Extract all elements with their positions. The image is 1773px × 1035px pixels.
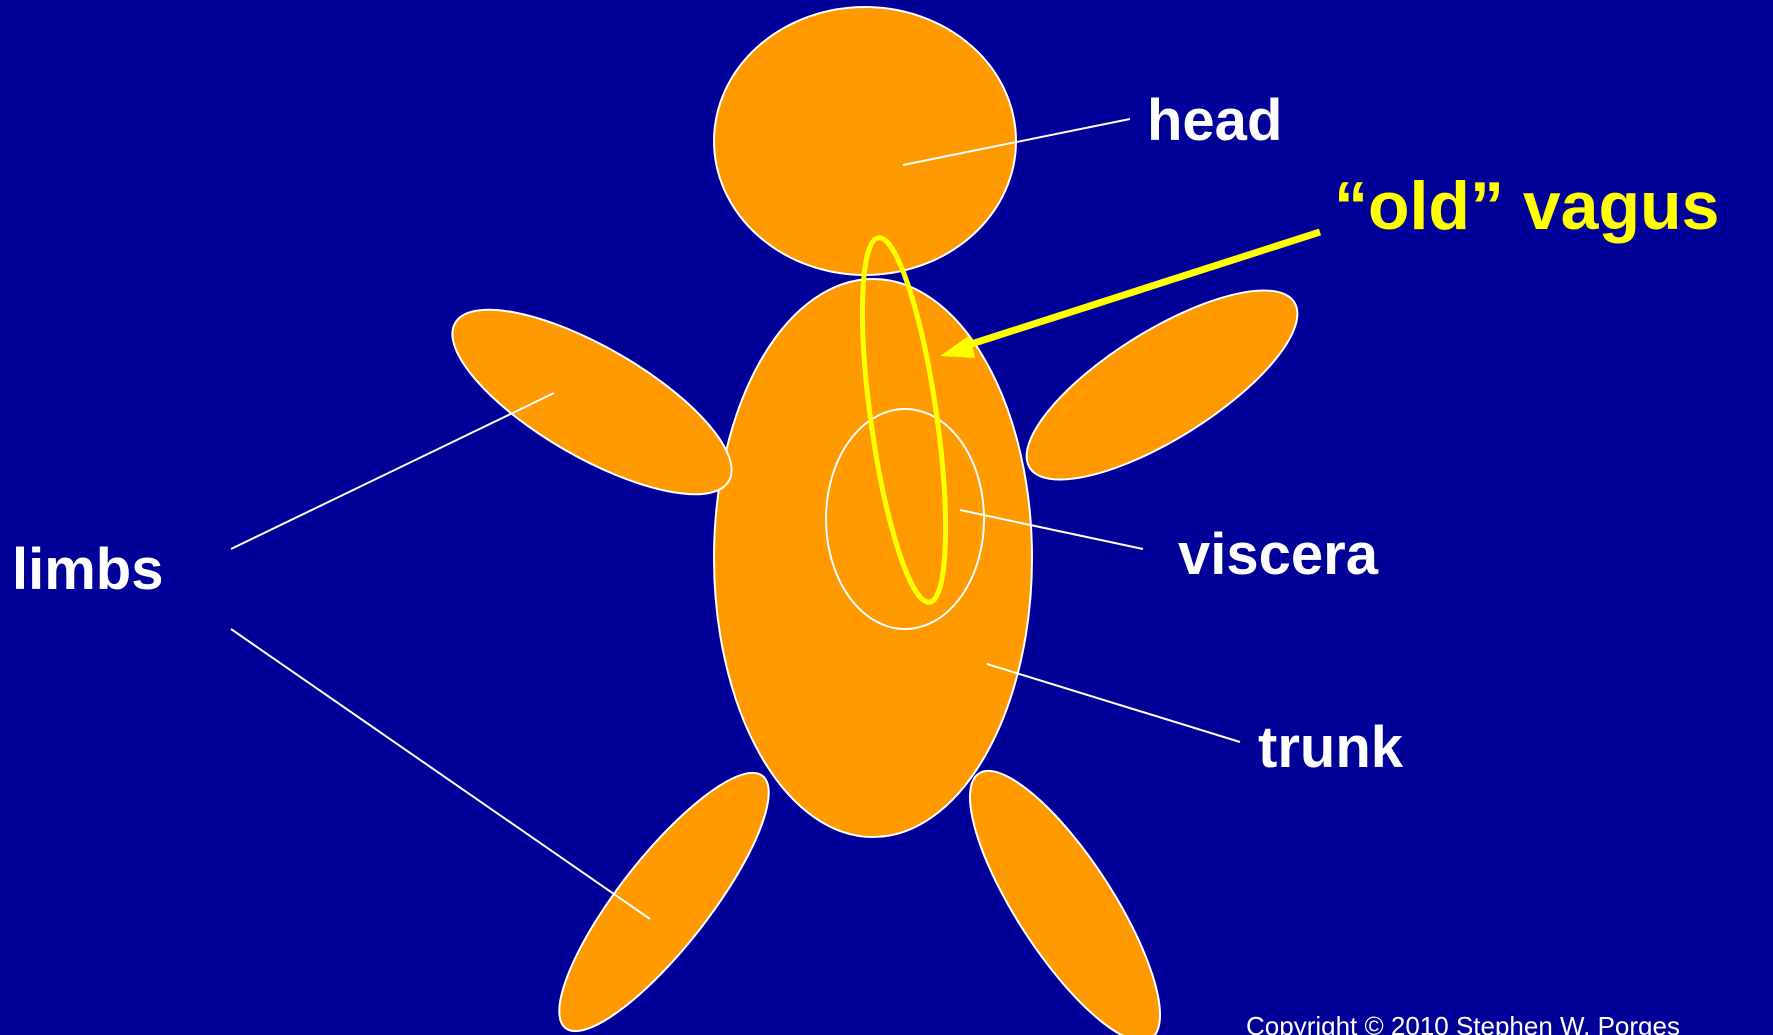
viscera-label: viscera xyxy=(1178,522,1379,587)
viscera-shape xyxy=(826,409,984,629)
head-label: head xyxy=(1147,88,1282,153)
trunk-label: trunk xyxy=(1258,715,1404,780)
limbs-label: limbs xyxy=(12,537,164,602)
old-vagus-label: “old” vagus xyxy=(1334,168,1719,244)
copyright-text: Copyright © 2010 Stephen W. Porges xyxy=(1246,1011,1680,1035)
head-shape xyxy=(714,7,1016,275)
